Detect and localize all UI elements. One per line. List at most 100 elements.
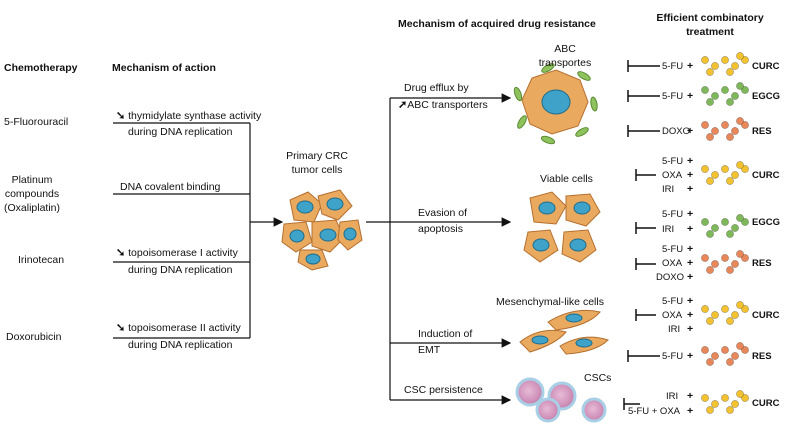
resistance-apoptosis-1: Evasion of [418, 207, 468, 219]
action-irinotecan-line2: during DNA replication [128, 264, 233, 276]
treatment-dot [721, 86, 729, 94]
treatment-6-drug-3: DOXO [656, 272, 684, 283]
treatment-9-plus-1: + [687, 390, 694, 402]
primary-tumor-cluster [281, 189, 363, 271]
treatment-dot [706, 358, 714, 366]
treatment-dot [731, 224, 739, 232]
treatment-8-plus: + [687, 350, 694, 362]
treatment-dot [701, 346, 709, 354]
treatment-5-agent: EGCG [752, 217, 780, 228]
treatment-dot [736, 250, 744, 258]
treatment-dot [736, 390, 744, 398]
resistance-emt-2: EMT [418, 344, 441, 356]
treatment-dot [711, 260, 719, 268]
treatment-dot [741, 121, 749, 129]
treatment-4-plus-2: + [687, 169, 694, 181]
up-arrow-icon: ➚ [398, 99, 408, 111]
treatment-5-plus-1: + [687, 208, 694, 220]
drug-5fu-name: 5-Fluorouracil [4, 116, 69, 128]
treatment-dot [701, 218, 709, 226]
mesenchymal-label: Mesenchymal-like cells [496, 296, 604, 308]
treatment-9-drug-2: 5-FU + OXA [628, 406, 680, 417]
header-chemotherapy: Chemotherapy [4, 62, 78, 74]
treatment-dot [726, 98, 734, 106]
treatment-1-plus: + [687, 60, 694, 72]
treatment-7-plus-2: + [687, 309, 694, 321]
treatment-dot [706, 98, 714, 106]
treatment-4-drug-1: 5-FU [662, 156, 684, 167]
treatment-dot [721, 56, 729, 64]
treatment-dot [706, 406, 714, 414]
treatment-dot [706, 133, 714, 141]
treatment-6-drug-2: OXA [662, 258, 683, 269]
treatment-9-agent: CURC [752, 398, 780, 409]
treatment-dot [741, 218, 749, 226]
treatment-dot [736, 52, 744, 60]
treatment-dot-clusters [701, 52, 749, 414]
treatment-dot [726, 358, 734, 366]
treatment-dot [711, 127, 719, 135]
treatment-dot [701, 165, 709, 173]
treatment-6-plus-2: + [687, 257, 694, 269]
csc-cells [515, 377, 607, 423]
drug-platinum-name-3: (Oxaliplatin) [3, 202, 61, 214]
treatment-7-agent: CURC [752, 310, 780, 321]
header-treatment: treatment [686, 26, 734, 38]
treatment-7-drug-3: IRI [668, 324, 681, 335]
treatment-dot [731, 127, 739, 135]
treatment-dot [706, 68, 714, 76]
resistance-connectors [366, 93, 512, 405]
treatment-8-drug: 5-FU [662, 351, 684, 362]
treatment-dot [706, 266, 714, 274]
abc-label-2: transportes [538, 57, 592, 69]
down-arrow-icon: ➘ [116, 322, 126, 334]
treatment-dot [711, 171, 719, 179]
treatment-dot [726, 317, 734, 325]
treatment-dot [726, 266, 734, 274]
treatment-dot [731, 171, 739, 179]
treatment-dot [736, 161, 744, 169]
mechanism-connectors [113, 122, 284, 339]
header-efficient-combinatory: Efficient combinatory [656, 12, 764, 24]
treatment-2-agent: EGCG [752, 91, 780, 102]
treatment-dot [726, 230, 734, 238]
treatment-dot [711, 224, 719, 232]
treatment-dot [736, 342, 744, 350]
treatment-4-plus-1: + [687, 155, 694, 167]
treatment-dot [736, 82, 744, 90]
treatment-7-drug-1: 5-FU [662, 296, 684, 307]
treatment-5-plus-2: + [687, 223, 694, 235]
treatment-dot [736, 301, 744, 309]
treatment-dot [726, 133, 734, 141]
treatment-4-plus-3: + [687, 183, 694, 195]
treatment-dot [706, 317, 714, 325]
treatment-5-drug-1: 5-FU [662, 209, 684, 220]
inhibition-bars [623, 60, 660, 410]
treatment-dot [721, 394, 729, 402]
header-mechanism-of-action: Mechanism of action [112, 62, 216, 74]
treatment-dot [721, 305, 729, 313]
treatment-dot [721, 254, 729, 262]
treatment-dot [731, 311, 739, 319]
treatment-3-agent: RES [752, 126, 772, 137]
treatment-6-agent: RES [752, 258, 772, 269]
treatment-7-drug-2: OXA [662, 310, 683, 321]
treatment-dot [701, 254, 709, 262]
treatment-dot [741, 305, 749, 313]
resistance-emt-1: Induction of [418, 328, 473, 340]
action-platinum: DNA covalent binding [120, 181, 221, 193]
treatment-2-drug: 5-FU [662, 91, 684, 102]
treatment-6-drug-1: 5-FU [662, 244, 684, 255]
treatment-dot [701, 305, 709, 313]
resistance-apoptosis-2: apoptosis [418, 223, 463, 235]
resistance-csc: CSC persistence [404, 384, 483, 396]
treatment-dot [731, 260, 739, 268]
treatment-dot [726, 406, 734, 414]
treatment-9-plus-2: + [687, 405, 694, 417]
treatment-dot [741, 394, 749, 402]
treatment-dot [706, 230, 714, 238]
treatment-5-drug-2: IRI [662, 224, 675, 235]
treatment-dot [701, 86, 709, 94]
treatment-2-plus: + [687, 90, 694, 102]
